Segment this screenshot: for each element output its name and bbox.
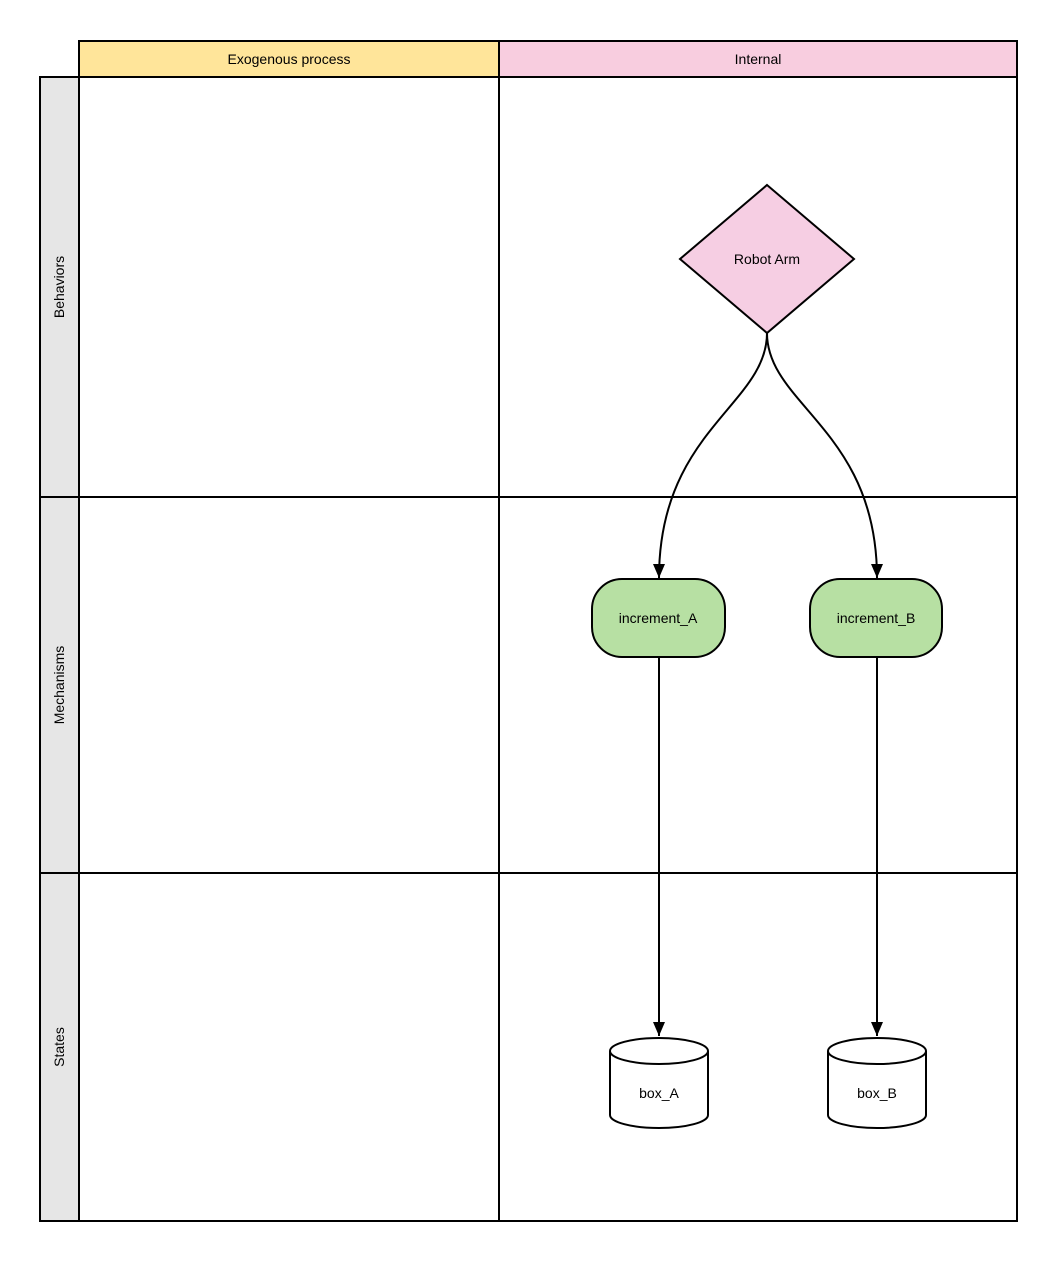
row-headers: Behaviors Mechanisms States (39, 76, 80, 1222)
cell-states-internal (498, 872, 1018, 1222)
node-increment-b: increment_B (809, 578, 943, 658)
rounded-rect-shape (809, 578, 943, 658)
edge-robot-arm-to-increment-b (766, 332, 883, 579)
node-increment-b-label: increment_B (837, 610, 916, 626)
node-box-b-label: box_B (857, 1085, 897, 1101)
cell-states-exogenous (78, 872, 500, 1222)
column-headers: Exogenous process Internal (78, 40, 1018, 78)
node-increment-a: increment_A (591, 578, 726, 658)
header-internal-label: Internal (735, 51, 782, 67)
edge-robot-arm-to-increment-a (653, 332, 768, 579)
cell-mechanisms-exogenous (78, 496, 500, 874)
node-increment-a-label: increment_A (619, 610, 698, 626)
node-robot-arm: Robot Arm (678, 183, 856, 335)
matrix-grid (78, 76, 1018, 1222)
node-box-a-label: box_A (639, 1085, 679, 1101)
cylinder-body (827, 1051, 927, 1129)
cylinder-body (609, 1051, 709, 1129)
row-header-behaviors-label: Behaviors (51, 256, 67, 318)
rounded-rect-shape (591, 578, 726, 658)
header-internal (498, 40, 1018, 78)
header-exogenous-process (78, 40, 500, 78)
cell-mechanisms-internal (498, 496, 1018, 874)
row-header-mechanisms-label: Mechanisms (51, 646, 67, 725)
node-box-a: box_A (609, 1037, 709, 1129)
node-robot-arm-label: Robot Arm (734, 251, 800, 267)
node-box-b: box_B (827, 1037, 927, 1129)
row-header-states (39, 872, 80, 1222)
edges (653, 332, 883, 1036)
cylinder-top (827, 1037, 927, 1065)
cylinder-top (609, 1037, 709, 1065)
diamond-shape (678, 183, 856, 335)
row-header-mechanisms (39, 496, 80, 874)
header-exogenous-process-label: Exogenous process (228, 51, 351, 67)
cell-behaviors-exogenous (78, 76, 500, 498)
row-header-states-label: States (51, 1027, 67, 1067)
